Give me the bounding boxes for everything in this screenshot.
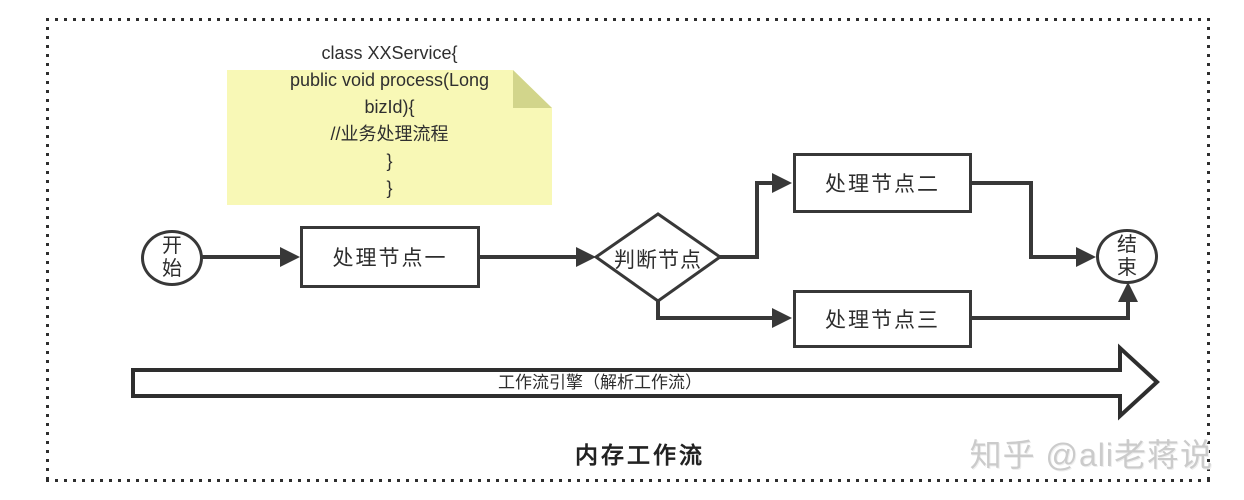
process-node-3-label: 处理节点三	[825, 309, 940, 332]
connector-process2-to-end	[966, 181, 1096, 267]
end-node-label: 结束	[1117, 233, 1137, 279]
connector-process3-to-end	[966, 282, 1138, 320]
connector-decision-to-process3	[656, 301, 792, 328]
start-node: 开始	[141, 230, 203, 286]
process-node-2-label: 处理节点二	[825, 173, 940, 196]
process-node-3: 处理节点三	[793, 290, 972, 348]
decision-node-label: 判断节点	[614, 249, 702, 272]
process-node-2: 处理节点二	[793, 153, 972, 213]
watermark: 知乎 @ali老蒋说	[969, 437, 1213, 473]
connector-start-to-process1	[199, 247, 300, 267]
end-node: 结束	[1096, 229, 1158, 284]
engine-arrow-label: 工作流引擎（解析工作流）	[498, 373, 702, 392]
process-node-1-label: 处理节点一	[332, 247, 448, 270]
connector-decision-to-process2	[720, 173, 792, 259]
process-node-1: 处理节点一	[300, 226, 480, 288]
engine-arrow-shape	[131, 343, 1160, 421]
sticky-note-code: class XXService{ public void process(Lon…	[289, 43, 490, 198]
sticky-note	[227, 70, 552, 205]
start-node-label: 开始	[162, 235, 182, 280]
diagram-title: 内存工作流	[575, 442, 705, 468]
connector-process1-to-decision	[474, 247, 596, 267]
